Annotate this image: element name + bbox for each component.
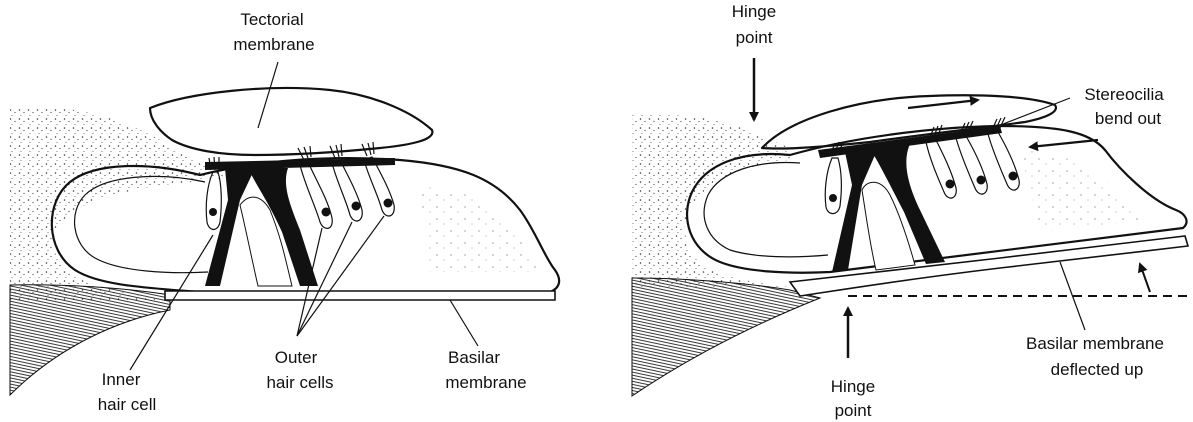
basilar-deflected-label: deflected up: [1051, 360, 1144, 379]
left-basilar-membrane: [165, 291, 555, 300]
outer-hair-cells-label: Outer: [275, 348, 318, 367]
left-panel: Tectorial membrane Inner hair cell Outer…: [10, 10, 559, 414]
right-cell-stipple: [1020, 150, 1150, 232]
stereocilia-label: bend out: [1095, 109, 1161, 128]
deflection-arrow: [1140, 264, 1150, 292]
shear-arrow-right: [908, 100, 978, 108]
left-outer-hair-cell: [330, 144, 362, 221]
hinge-top-label: Hinge: [732, 2, 776, 21]
basilar-membrane-label: membrane: [445, 373, 526, 392]
shear-arrow-left: [1030, 140, 1098, 147]
right-outer-hair-cell: [988, 117, 1019, 190]
hinge-bottom-label: point: [835, 401, 872, 420]
left-bony-wall: [10, 107, 225, 300]
basilar-membrane-leader: [450, 300, 478, 346]
tectorial-leader: [258, 62, 278, 128]
left-cell-stipple: [420, 185, 540, 272]
basilar-deflected-label: Basilar membrane: [1026, 334, 1164, 353]
tectorial-label: Tectorial: [240, 10, 303, 29]
hinge-bottom-label: Hinge: [831, 377, 875, 396]
stereocilia-leader: [998, 98, 1070, 126]
left-spiral-lamina: [10, 285, 170, 395]
stereocilia-label: Stereocilia: [1084, 85, 1164, 104]
right-spiral-lamina: [632, 278, 820, 396]
tectorial-label: membrane: [233, 35, 314, 54]
inner-hair-cell-label: Inner: [102, 370, 141, 389]
hinge-top-label: point: [736, 28, 773, 47]
left-tectorial-membrane: [150, 88, 432, 155]
inner-hair-cell-label: hair cell: [98, 395, 157, 414]
left-outer-hair-cell: [362, 142, 394, 216]
right-panel: Hinge point Stereocilia bend out Basilar…: [632, 2, 1188, 420]
right-bony-wall: [632, 114, 800, 288]
basilar-membrane-label: Basilar: [448, 348, 500, 367]
outer-hair-cells-label: hair cells: [266, 373, 333, 392]
